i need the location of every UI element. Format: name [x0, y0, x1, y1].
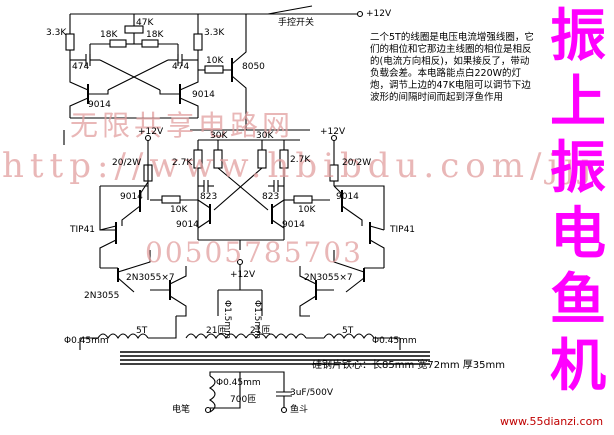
label-q-2n3055x7-right: 2N3055×7: [304, 273, 353, 283]
label-r-27k-right: 2.7K: [290, 155, 311, 165]
resistor-33k-left: [65, 33, 75, 51]
label-q-9014-drv-right: 9014: [336, 192, 359, 202]
label-supply-right: +12V: [320, 127, 346, 137]
label-c-474-left: 474: [72, 62, 90, 72]
website-link[interactable]: www.55dianzi.com: [500, 415, 604, 428]
watermark-number: 00505785703: [145, 236, 363, 269]
label-turns-5t-right: 5T: [342, 326, 354, 336]
label-q-9014-ff-left: 9014: [176, 220, 199, 230]
label-r-10k-top: 10K: [206, 56, 224, 66]
label-pen: 电笔: [172, 405, 191, 415]
coil-700: [208, 375, 216, 413]
transformer-core: [120, 351, 430, 365]
label-supply-center: +12V: [230, 270, 256, 280]
label-wire-045-right: Φ0.45mm: [372, 336, 417, 346]
label-q-2n3055x7-left: 2N3055×7: [126, 273, 175, 283]
label-q-9014-osc-left: 9014: [88, 100, 111, 110]
label-turns-5t-left: 5T: [136, 326, 148, 336]
label-q-tip41-right: TIP41: [390, 225, 416, 235]
title-char: 振: [550, 136, 606, 201]
label-pot-47k: 47K: [136, 18, 154, 28]
label-r-20-2w-left: 20/2W: [112, 158, 142, 168]
label-r-18k-right: 18K: [146, 30, 164, 40]
diagram-title: 振 上 振 电 鱼 机: [545, 4, 611, 404]
label-turns-21-right: 21匝: [250, 326, 271, 336]
label-supply-mid: +12V: [138, 127, 164, 137]
resistor-10k-left: [161, 195, 181, 204]
title-char: 上: [550, 70, 606, 135]
label-q-tip41-left: TIP41: [70, 225, 96, 235]
label-c-823-left: 823: [200, 192, 218, 202]
title-char: 机: [550, 334, 606, 399]
label-r-10k-left: 10K: [170, 205, 188, 215]
label-wire-045-left: Φ0.45mm: [64, 336, 109, 346]
label-capacitor-3uf: 3uF/500V: [290, 388, 333, 398]
coil-21-left: [185, 333, 247, 340]
label-supply-top: +12V: [366, 9, 392, 19]
label-q-2n3055-left: 2N3055: [84, 291, 120, 301]
watermark-site: 无限共享电路网: [70, 109, 295, 142]
title-char: 振: [550, 4, 606, 69]
label-r-33k-left: 3.3K: [46, 28, 67, 38]
label-q-9014-ff-right: 9014: [282, 220, 305, 230]
supply-terminal-top: [356, 10, 364, 18]
label-switch: 手控开关: [278, 18, 315, 28]
fish-terminal: [280, 406, 288, 414]
label-wire-045-secondary: Φ0.45mm: [216, 378, 261, 388]
resistor-18k-right: [141, 39, 159, 48]
resistor-33k-right: [193, 33, 203, 51]
label-q-9014-osc-right: 9014: [192, 90, 215, 100]
label-fish: 鱼斗: [290, 405, 309, 415]
resistor-10k-top: [204, 65, 224, 74]
resistor-10k-right: [293, 195, 313, 204]
label-turns-700: 700匝: [230, 395, 257, 405]
label-r-30k-left: 30K: [210, 131, 228, 141]
resistor-20-2w-left: [143, 164, 153, 182]
label-r-20-2w-right: 20/2W: [342, 158, 372, 168]
label-r-10k-right: 10K: [298, 205, 316, 215]
label-wire-15mm-right: Φ1.5mm: [252, 300, 262, 339]
label-wire-15mm-left: Φ1.5mm: [222, 300, 232, 339]
label-r-30k-right: 30K: [256, 131, 274, 141]
coil-21-right: [245, 333, 307, 340]
label-core-spec: 硅钢片铁心：长85mm 宽72mm 厚35mm: [312, 360, 505, 371]
switch-contact: [267, 5, 313, 15]
label-c-823-right: 823: [262, 192, 280, 202]
coil-5t-right: [323, 333, 375, 340]
circuit-description: 二个5T的线圈是电压电流增强线圈，它们的相位和它那边主线圈的相位是相反的(电流方…: [370, 32, 534, 103]
title-char: 鱼: [550, 268, 606, 333]
label-q-8050: 8050: [242, 62, 265, 72]
label-q-9014-drv-left: 9014: [120, 192, 143, 202]
label-r-18k-left: 18K: [100, 30, 118, 40]
pen-terminal: [204, 406, 212, 414]
watermark-url: http://www.hbibdu.com/jjj: [2, 146, 598, 186]
label-turns-21-left: 21匝: [206, 326, 227, 336]
coil-5t-left: [97, 333, 149, 340]
resistor-18k-left: [109, 39, 127, 48]
label-r-27k-left: 2.7K: [172, 158, 193, 168]
title-char: 电: [550, 202, 606, 267]
label-c-474-right: 474: [172, 62, 190, 72]
label-r-33k-right: 3.3K: [204, 28, 225, 38]
